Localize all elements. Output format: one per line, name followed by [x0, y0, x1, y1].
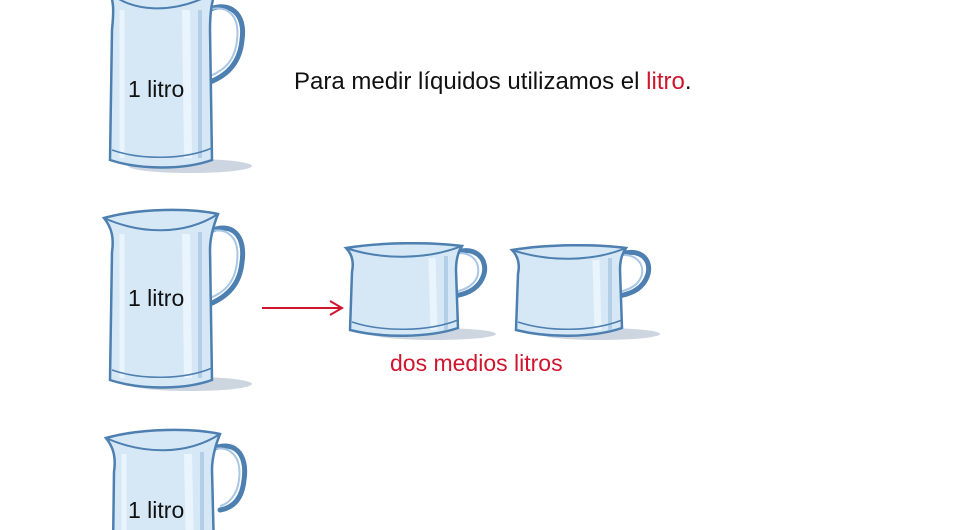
half-liter-jug-left: [343, 241, 496, 340]
sentence-period: .: [684, 68, 692, 95]
arrow-right-icon: [262, 300, 344, 316]
jug-label: 1 litro: [128, 76, 185, 102]
definition-sentence: Para medir líquidos utilizamos el litro.: [294, 68, 692, 96]
keyword-litro: litro: [646, 68, 685, 95]
one-liter-jug-bottom: [103, 428, 248, 530]
half-liter-jug-right: [509, 243, 660, 340]
jug-label: 1 litro: [128, 497, 185, 523]
jug-label: 1 litro: [128, 285, 185, 311]
one-liter-jug-top: [108, 0, 252, 173]
half-liters-caption: dos medios litros: [390, 350, 563, 376]
one-liter-jug-middle: [101, 208, 252, 391]
sentence-text: Para medir líquidos utilizamos el: [294, 68, 647, 95]
